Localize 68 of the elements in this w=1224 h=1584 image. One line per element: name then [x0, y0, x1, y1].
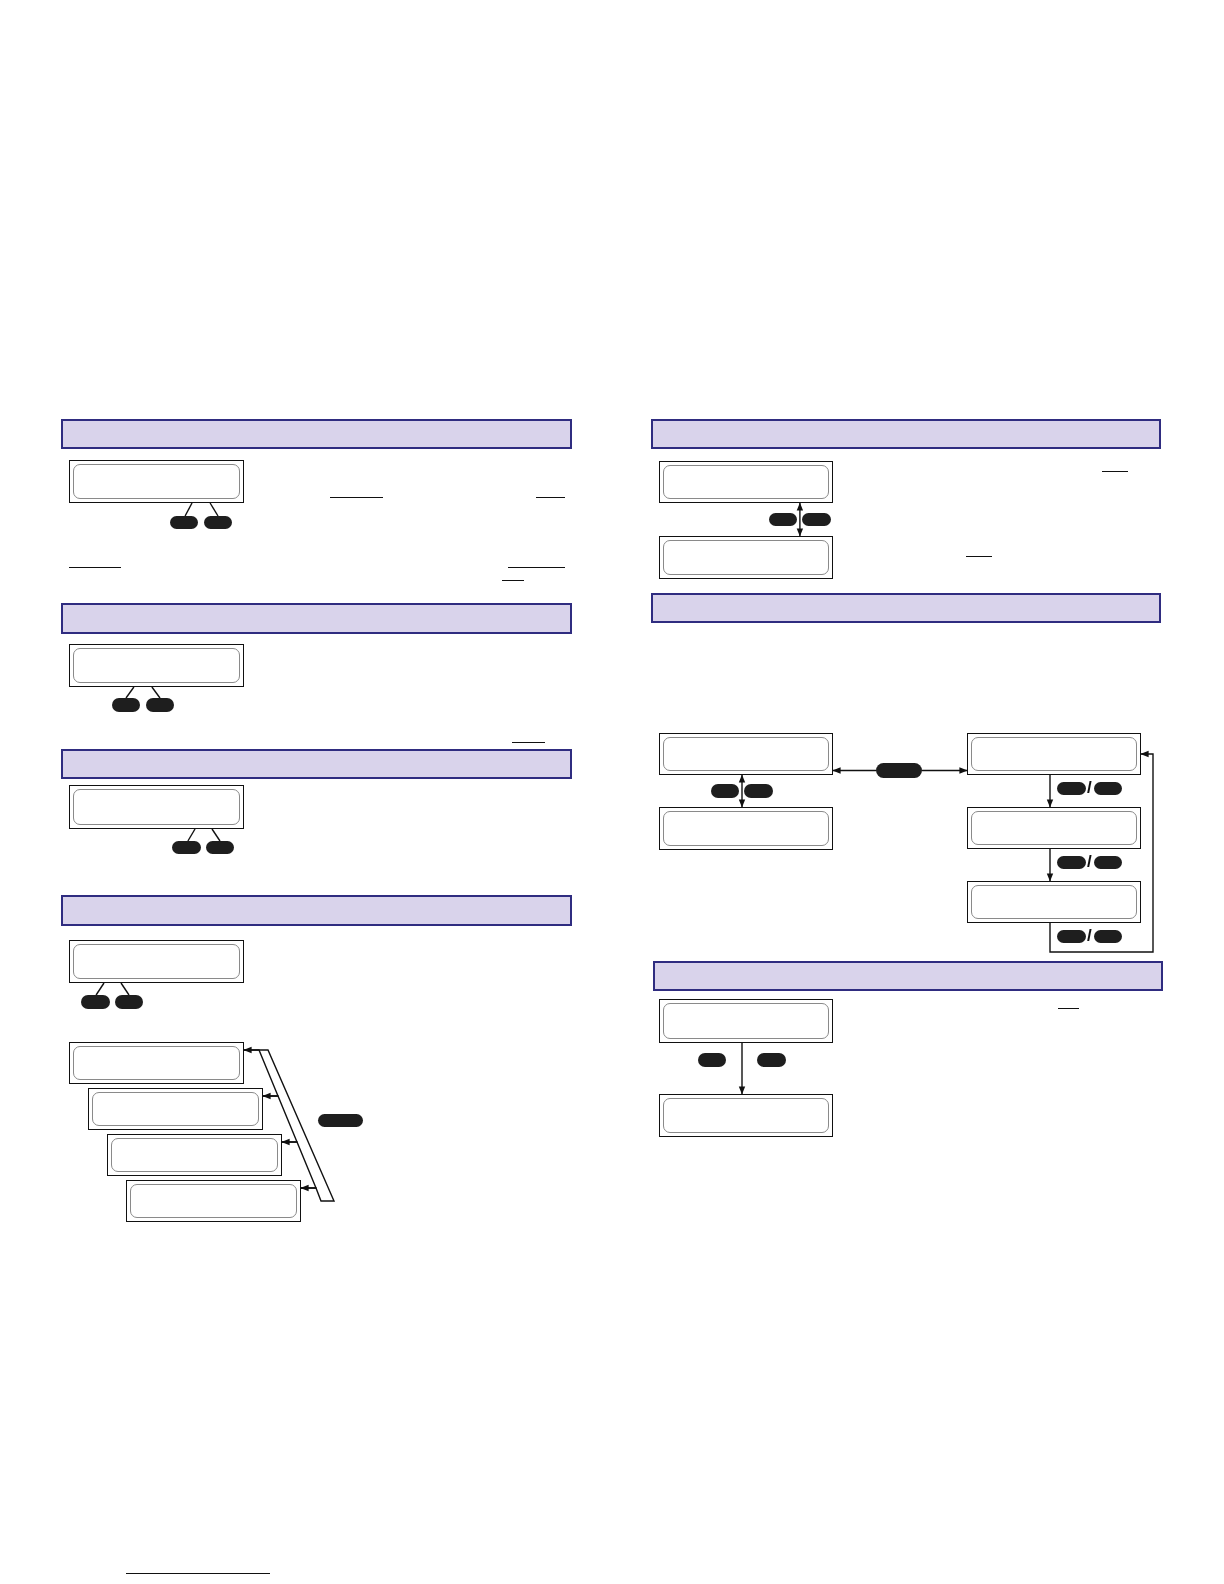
lcd-display [88, 1088, 263, 1130]
lcd-display [659, 536, 833, 579]
arrow [738, 1042, 746, 1095]
key-button [1057, 930, 1086, 943]
key-button [757, 1053, 786, 1067]
lcd-display [659, 999, 833, 1043]
arrow [1046, 848, 1054, 882]
key-button [769, 513, 797, 526]
double-arrow [796, 502, 804, 537]
key-button [1094, 930, 1122, 943]
key-button [112, 698, 140, 712]
key-button [206, 841, 234, 854]
slash-separator: / [1087, 927, 1092, 944]
section-header-bar [61, 895, 572, 926]
lcd-display [967, 881, 1141, 923]
lcd-display [659, 1094, 833, 1137]
section-header-bar [651, 593, 1161, 623]
key-button [318, 1114, 363, 1127]
lcd-display [69, 1042, 244, 1084]
slash-separator: / [1087, 779, 1092, 796]
lcd-display [659, 807, 833, 850]
arrow [243, 1046, 336, 1202]
arrow [1046, 774, 1054, 808]
section-header-bar [651, 419, 1161, 449]
leader-line [120, 982, 130, 996]
leader-line [95, 982, 105, 996]
lcd-display [659, 733, 833, 775]
arrow [262, 1095, 299, 1146]
lcd-display [659, 461, 833, 503]
lcd-display [69, 460, 244, 503]
key-button [1094, 856, 1122, 869]
key-button [81, 995, 110, 1009]
leader-line [209, 502, 219, 517]
key-button [876, 763, 922, 778]
key-button [146, 698, 174, 712]
section-header-bar [61, 419, 572, 449]
arrow [832, 767, 877, 774]
leader-line [187, 828, 196, 842]
section-header-bar [61, 603, 572, 634]
arrow [281, 1141, 318, 1192]
arrow [1049, 750, 1154, 953]
lcd-display [69, 940, 244, 983]
leader-line [211, 828, 221, 842]
key-button [1094, 782, 1122, 795]
section-header-bar [61, 749, 572, 779]
section-header-bar [653, 961, 1163, 991]
key-button [1057, 782, 1086, 795]
leader-line [125, 686, 135, 699]
key-button [698, 1053, 726, 1067]
arrow [921, 767, 968, 774]
slash-separator: / [1087, 853, 1092, 870]
key-button [711, 784, 739, 798]
key-button [744, 784, 773, 798]
lcd-display [69, 644, 244, 687]
key-button [172, 841, 201, 854]
key-button [115, 995, 143, 1009]
double-arrow [738, 774, 746, 808]
lcd-display [107, 1134, 282, 1176]
lcd-display [69, 785, 244, 829]
key-button [170, 516, 198, 529]
lcd-display [967, 733, 1141, 775]
leader-line [184, 502, 193, 517]
lcd-display [126, 1180, 301, 1222]
lcd-display [967, 807, 1141, 849]
leader-line [151, 686, 161, 699]
key-button [1057, 856, 1086, 869]
key-button [802, 513, 831, 526]
key-button [204, 516, 232, 529]
